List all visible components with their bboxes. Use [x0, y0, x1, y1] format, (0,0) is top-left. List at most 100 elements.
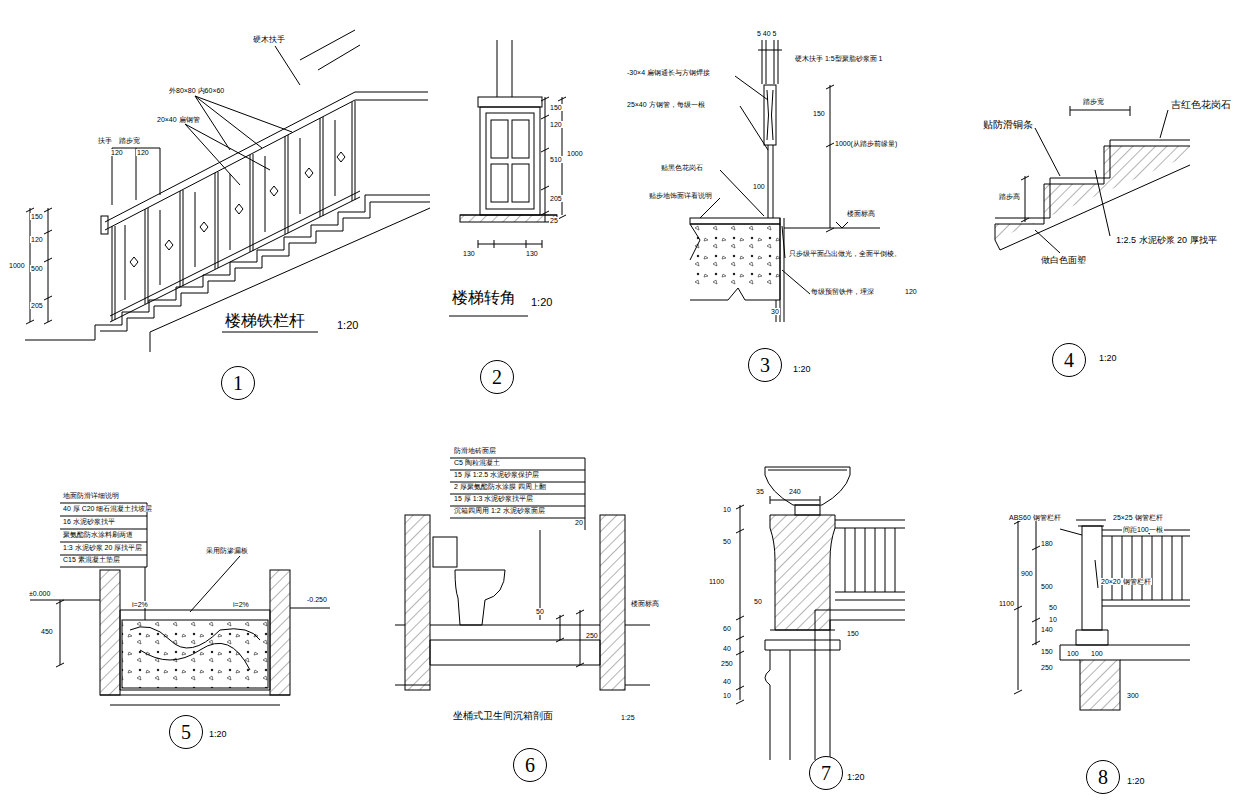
annotation-text: 踏步宽: [1082, 98, 1105, 105]
annotation-text: 楼梯铁栏杆: [224, 313, 306, 329]
annotation-text: 25×40 方钢管，每级一根: [626, 101, 706, 108]
dimension-text: 1:25: [620, 714, 636, 721]
stair-railing: [25, 30, 430, 352]
annotation-text: 15 厚 1:2.5 水泥砂浆保护层: [453, 471, 540, 478]
callout-number: 7: [821, 763, 831, 783]
annotation-text: C5 陶粒混凝土: [453, 459, 501, 466]
annotation-text: 楼面标高: [630, 600, 660, 607]
dimension-text: 5 40 5: [756, 30, 777, 37]
dimension-text: 40: [722, 678, 732, 685]
dimension-text: 150: [30, 213, 44, 220]
dimension-text: i=2%: [232, 601, 250, 608]
annotation-text: 扶手: [97, 137, 113, 144]
dimension-text: -0.250: [306, 596, 328, 603]
annotation-text: 采用防渗漏板: [205, 547, 249, 554]
annotation-text: C15 素混凝土垫层: [62, 556, 121, 563]
dimension-text: 500: [30, 265, 44, 272]
dimension-text: 120: [136, 149, 150, 156]
annotation-text: 25×25 钢管栏杆: [1112, 514, 1164, 521]
annotation-text: 只步级平面凸出做光，全面平倒棱。: [788, 250, 902, 257]
annotation-text: 楼梯转角: [451, 290, 517, 306]
dimension-text: ±0.000: [28, 590, 51, 597]
annotation-text: 40 厚 C20 细石混凝土找坡层: [62, 505, 153, 512]
annotation-text: 楼面标高: [846, 210, 876, 217]
dimension-text: 205: [30, 302, 44, 309]
dimension-text: 35: [755, 488, 765, 495]
callout-circle: 5: [169, 715, 203, 749]
dimension-text: 50: [753, 598, 763, 605]
dimension-text: i=2%: [131, 601, 149, 608]
dimension-text: 120: [549, 121, 563, 128]
annotation-text: 贴防滑铜条: [982, 120, 1034, 130]
dimension-text: 30: [770, 308, 780, 315]
annotation-text: 防滑地砖面层: [453, 447, 497, 454]
annotation-text: 每级预留铁件，埋深: [810, 288, 875, 295]
dimension-text: 50: [535, 608, 545, 615]
dimension-text: 120: [110, 149, 124, 156]
callout-number: 8: [1098, 767, 1108, 787]
dimension-text: 10: [1048, 616, 1058, 623]
dimension-text: 240: [788, 488, 802, 495]
dimension-text: 250: [585, 632, 599, 639]
callout-circle: 3: [748, 348, 782, 382]
callout-circle: 6: [513, 748, 547, 782]
callout-number: 3: [760, 355, 770, 375]
annotation-text: 地面防滑详细说明: [62, 492, 120, 499]
dimension-text: 900: [1020, 570, 1034, 577]
dimension-text: 40: [722, 645, 732, 652]
annotation-text: 硬木扶手: [252, 36, 286, 44]
dimension-text: 20: [574, 519, 584, 526]
dimension-text: 1:20: [336, 320, 359, 331]
annotation-text: 沉箱四周用 1:2 水泥砂浆面层: [453, 507, 546, 514]
dimension-text: 50: [722, 538, 732, 545]
annotation-text: 20×20 钢管栏杆: [1100, 578, 1152, 585]
railing-post-section: [690, 40, 880, 322]
annotation-text: 贴黑色花岗石: [660, 164, 704, 171]
annotation-text: 20×40 扁钢管: [156, 116, 201, 123]
stair-corner: [449, 40, 566, 316]
annotation-text: 1000(从踏步前缘量): [834, 140, 898, 147]
callout-circle: 2: [480, 360, 514, 394]
dimension-text: 150: [812, 110, 826, 117]
dimension-text: 510: [549, 156, 563, 163]
callout-circle: 8: [1086, 760, 1120, 794]
dimension-text: 300: [1126, 692, 1140, 699]
dimension-text: 150: [549, 104, 563, 111]
column-balustrade: [1014, 520, 1190, 710]
callout-number: 5: [181, 722, 191, 742]
annotation-text: 贴步地饰面详看说明: [648, 192, 713, 199]
dimension-text: 1000: [8, 262, 26, 269]
dimension-text: 25: [549, 217, 559, 224]
dimension-text: 1:20: [792, 365, 812, 374]
annotation-text: 外80×80 内60×60: [168, 87, 225, 94]
dimension-text: 60: [722, 625, 732, 632]
annotation-text: 间距100一根: [1122, 526, 1164, 533]
dimension-text: 130: [462, 250, 476, 257]
annotation-text: -30×4 扁钢通长与方钢焊接: [626, 69, 711, 76]
dimension-text: 100: [1090, 650, 1104, 657]
dimension-text: 205: [549, 195, 563, 202]
annotation-text: 踏步高: [998, 193, 1021, 200]
dimension-text: 100: [1066, 650, 1080, 657]
annotation-text: 2 厚聚氨酯防水涂膜 四周上翻: [453, 483, 547, 490]
callout-circle: 1: [221, 366, 255, 400]
dimension-text: 120: [30, 236, 44, 243]
dimension-text: 1:20: [208, 730, 228, 739]
dimension-text: 1:20: [530, 297, 553, 308]
dimension-text: 150: [1040, 648, 1054, 655]
annotation-text: 16 水泥砂浆找平: [62, 518, 116, 525]
annotation-text: 15 厚 1:3 水泥砂浆找平层: [453, 495, 534, 502]
dimension-text: 180: [1040, 540, 1054, 547]
annotation-text: 吉红色花岗石: [1170, 100, 1232, 110]
annotation-text: 1:2.5 水泥砂浆 20 厚找平: [1115, 236, 1218, 245]
annotation-text: 1:3 水泥砂浆 20 厚找平层: [62, 544, 143, 551]
dimension-text: 10: [722, 692, 732, 699]
dimension-text: 250: [1040, 664, 1054, 671]
toilet-sunken-slab: [395, 458, 650, 690]
dimension-text: 1:20: [1098, 354, 1118, 363]
annotation-text: 硬木扶手 1:5型聚脂砂浆面 1: [794, 55, 884, 62]
callout-circle: 4: [1052, 343, 1086, 377]
dimension-text: 1:20: [846, 773, 866, 782]
dimension-text: 120: [904, 288, 918, 295]
